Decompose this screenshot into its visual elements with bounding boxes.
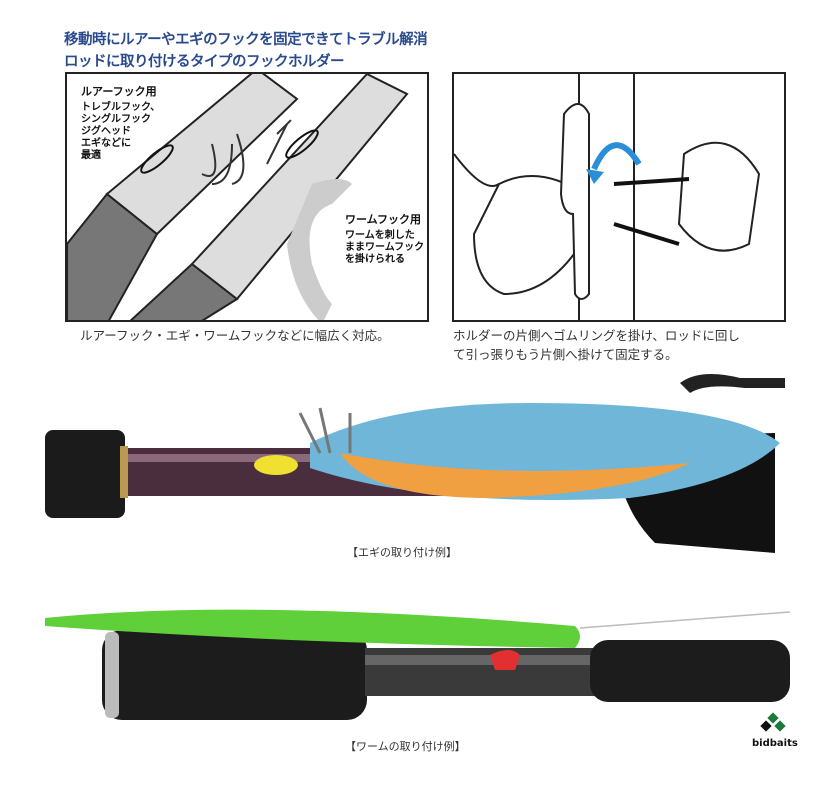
lure-hook-desc: トレブルフック、: [81, 102, 161, 113]
worm-hook-desc: ワームを刺した: [345, 230, 415, 241]
headline-line1: 移動時にルアーやエギのフックを固定できてトラブル解消: [64, 32, 428, 48]
right-caption-line2: て引っ張りもう片側へ掛けて固定する。: [453, 347, 678, 362]
egi-caption: 【エギの取り付け例】: [347, 546, 457, 559]
bidbaits-logo: bidbaits: [752, 712, 798, 752]
lure-hook-title: ルアーフック用: [81, 85, 157, 98]
attach-method-illustration: [452, 72, 786, 322]
lure-hook-desc: エギなどに: [81, 138, 131, 149]
worm-caption: 【ワームの取り付け例】: [345, 740, 466, 753]
lure-worm-hook-illustration: ルアーフック用 トレブルフック、 シングルフック ジグヘッド エギなどに 最適 …: [65, 72, 429, 322]
egi-attachment-photo: [40, 368, 790, 563]
worm-hook-desc: ままワームフック: [345, 242, 425, 253]
left-caption: ルアーフック・エギ・ワームフックなどに幅広く対応。: [80, 328, 390, 343]
lure-hook-desc: 最適: [81, 150, 101, 161]
worm-hook-desc: を掛けられる: [345, 254, 405, 265]
watermark-text: bidbaits: [752, 738, 798, 749]
worm-hook-title: ワームフック用: [345, 213, 422, 226]
lure-hook-desc: シングルフック: [81, 114, 151, 125]
lure-hook-desc: ジグヘッド: [81, 126, 131, 137]
rod-illustration: [67, 74, 409, 320]
hands-rod-illustration: [454, 74, 761, 320]
right-caption-line1: ホルダーの片側へゴムリングを掛け、ロッドに回し: [453, 328, 740, 343]
headline-line2: ロッドに取り付けるタイプのフックホルダー: [64, 54, 345, 70]
logo-icon: [760, 712, 786, 732]
worm-attachment-photo: [40, 600, 790, 725]
